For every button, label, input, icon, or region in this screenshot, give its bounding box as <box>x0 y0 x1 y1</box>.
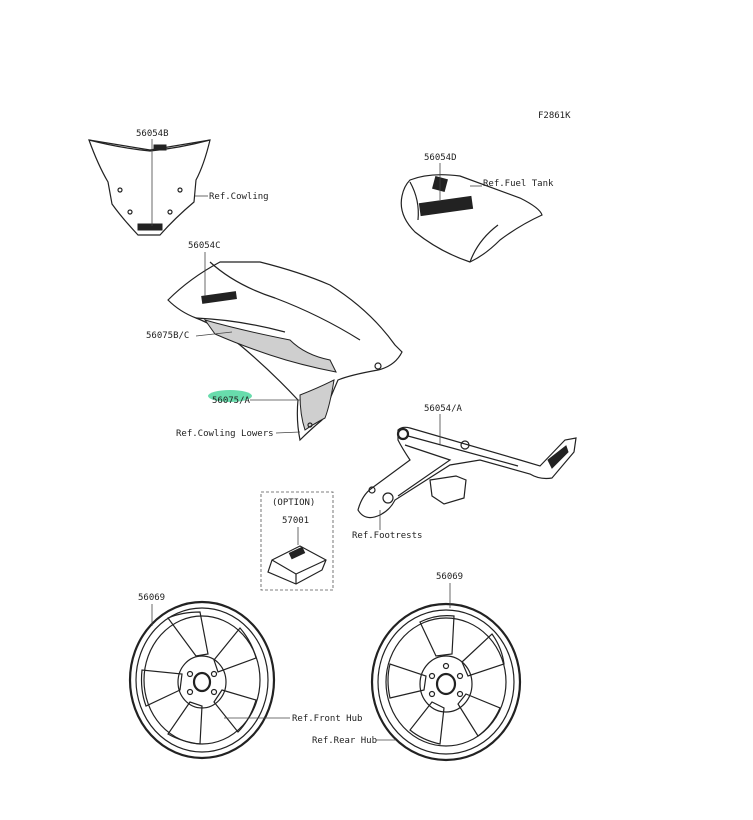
label-ref-cowling-lowers: Ref.Cowling Lowers <box>176 429 274 439</box>
diagram-code: F2861K <box>538 111 571 121</box>
label-56054b: 56054B <box>136 129 169 139</box>
label-ref-rear-hub: Ref.Rear Hub <box>312 736 377 746</box>
highlight-marker <box>208 390 252 402</box>
label-ref-cowling: Ref.Cowling <box>209 192 269 202</box>
label-56054-a: 56054/A <box>424 404 463 414</box>
label-ref-front-hub: Ref.Front Hub <box>292 714 362 724</box>
ref-cowling-lowers-leader <box>275 431 301 434</box>
side-cowling-part <box>167 261 403 442</box>
front-wheel-part <box>128 600 276 760</box>
footrest-bracket-part <box>357 426 577 519</box>
label-ref-footrests: Ref.Footrests <box>352 531 422 541</box>
label-56054d: 56054D <box>424 153 457 163</box>
label-ref-fuel-tank: Ref.Fuel Tank <box>483 179 554 189</box>
label-56075-a: 56075/A <box>212 396 251 406</box>
label-56054c: 56054C <box>188 241 221 251</box>
option-box <box>260 491 334 591</box>
stand-fitting-part <box>267 545 327 585</box>
label-rear-56069: 56069 <box>436 572 463 582</box>
lower-decal-bc-leader <box>195 331 233 337</box>
windshield-part <box>88 139 211 236</box>
label-57001: 57001 <box>282 516 309 526</box>
label-56075b-c: 56075B/C <box>146 331 189 341</box>
label-front-56069: 56069 <box>138 593 165 603</box>
fuel-tank-part <box>400 174 543 263</box>
label-option: (OPTION) <box>272 498 315 508</box>
rear-wheel-part <box>370 602 522 762</box>
